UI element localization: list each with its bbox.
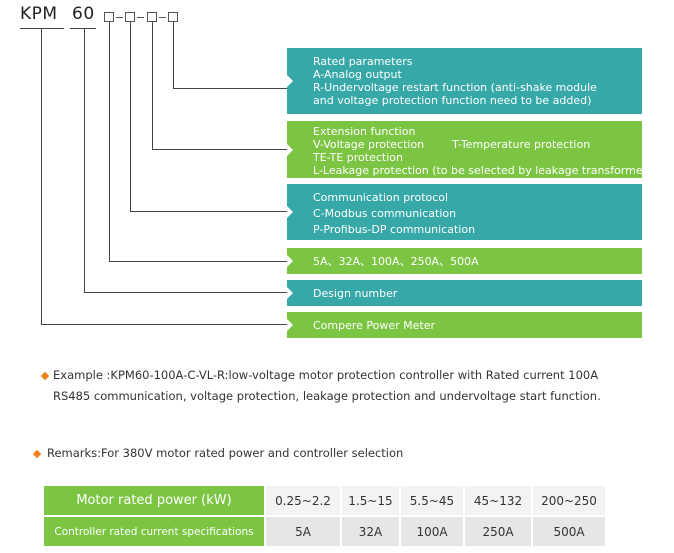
connector-current-h (109, 261, 287, 262)
connector-design-number-h (84, 292, 287, 293)
connector-product (41, 29, 42, 325)
box-line: A-Analog output (313, 68, 402, 81)
box-line: T-Temperature protection (452, 138, 591, 151)
code-slot-extension (147, 12, 157, 22)
box-title: Rated parameters (313, 55, 413, 68)
design-number-box: Design number (287, 280, 642, 306)
remarks-text: Remarks:For 380V motor rated power and c… (47, 446, 404, 460)
code-slot-communication (125, 12, 135, 22)
code-slot-current (104, 12, 114, 22)
connector-rated-parameters (173, 22, 174, 89)
product-name-box: Compere Power Meter (287, 312, 642, 338)
code-dash (137, 17, 144, 18)
connector-design-number (84, 29, 85, 293)
table-cell: 250A (463, 516, 532, 546)
box-line: L-Leakage protection (to be selected by … (313, 164, 652, 177)
table-row: Motor rated power (kW) 0.25~2.2 1.5~15 5… (44, 486, 605, 517)
table-cell: 5A (264, 516, 341, 546)
selection-table: Motor rated power (kW) 0.25~2.2 1.5~15 5… (44, 486, 605, 546)
connector-product-h (41, 324, 287, 325)
row-header: Motor rated power (kW) (44, 486, 265, 517)
table-cell: 200~250 (531, 486, 605, 517)
connector-current (109, 22, 110, 262)
table-cell: 32A (340, 516, 400, 546)
box-line: and voltage protection function need to … (313, 94, 592, 107)
box-line: P-Profibus-DP communication (313, 223, 476, 236)
box-line: 5A、32A、100A、250A、500A (313, 255, 479, 268)
box-line: Design number (313, 287, 398, 300)
arrow-icon (287, 143, 293, 156)
box-line: Compere Power Meter (313, 319, 436, 332)
box-title: Extension function (313, 125, 416, 138)
table-row: Controller rated current specifications … (44, 516, 605, 546)
table-cell: 45~132 (463, 486, 532, 517)
connector-communication (130, 22, 131, 212)
box-line-row: V-Voltage protection T-Temperature protec… (313, 138, 642, 151)
row-header: Controller rated current specifications (44, 516, 265, 546)
table-cell: 500A (531, 516, 605, 546)
box-line: C-Modbus communication (313, 207, 457, 220)
rated-parameters-box: Rated parameters A-Analog output R-Under… (287, 48, 642, 114)
model-number: 60 (72, 4, 95, 24)
code-dash (159, 17, 166, 18)
connector-rated-parameters-h (173, 88, 287, 89)
arrow-icon (287, 206, 293, 218)
model-prefix: KPM (20, 4, 58, 24)
connector-communication-h (130, 211, 287, 212)
table-cell: 0.25~2.2 (264, 486, 341, 517)
arrow-icon (287, 287, 293, 299)
prefix-underline (20, 28, 64, 29)
connector-extension-h (152, 149, 287, 150)
example-line-2: RS485 communication, voltage protection,… (53, 389, 601, 403)
connector-extension (152, 22, 153, 150)
bullet-icon (32, 449, 42, 459)
arrow-icon (287, 75, 293, 87)
code-slot-rated-parameters (168, 12, 178, 22)
box-line: TE-TE protection (313, 151, 403, 164)
rated-current-box: 5A、32A、100A、250A、500A (287, 248, 642, 274)
box-title: Communication protocol (313, 191, 449, 204)
table-cell: 1.5~15 (340, 486, 400, 517)
table-cell: 5.5~45 (399, 486, 464, 517)
communication-protocol-box: Communication protocol C-Modbus communic… (287, 184, 642, 240)
table-cell: 100A (399, 516, 464, 546)
bullet-icon (40, 371, 50, 381)
code-dash (116, 17, 123, 18)
example-line-1: Example :KPM60-100A-C-VL-R:low-voltage m… (53, 368, 599, 382)
arrow-icon (287, 319, 293, 331)
number-underline (70, 28, 96, 29)
arrow-icon (287, 255, 293, 267)
box-line: V-Voltage protection (313, 138, 425, 151)
box-line: R-Undervoltage restart function (anti-sh… (313, 81, 597, 94)
